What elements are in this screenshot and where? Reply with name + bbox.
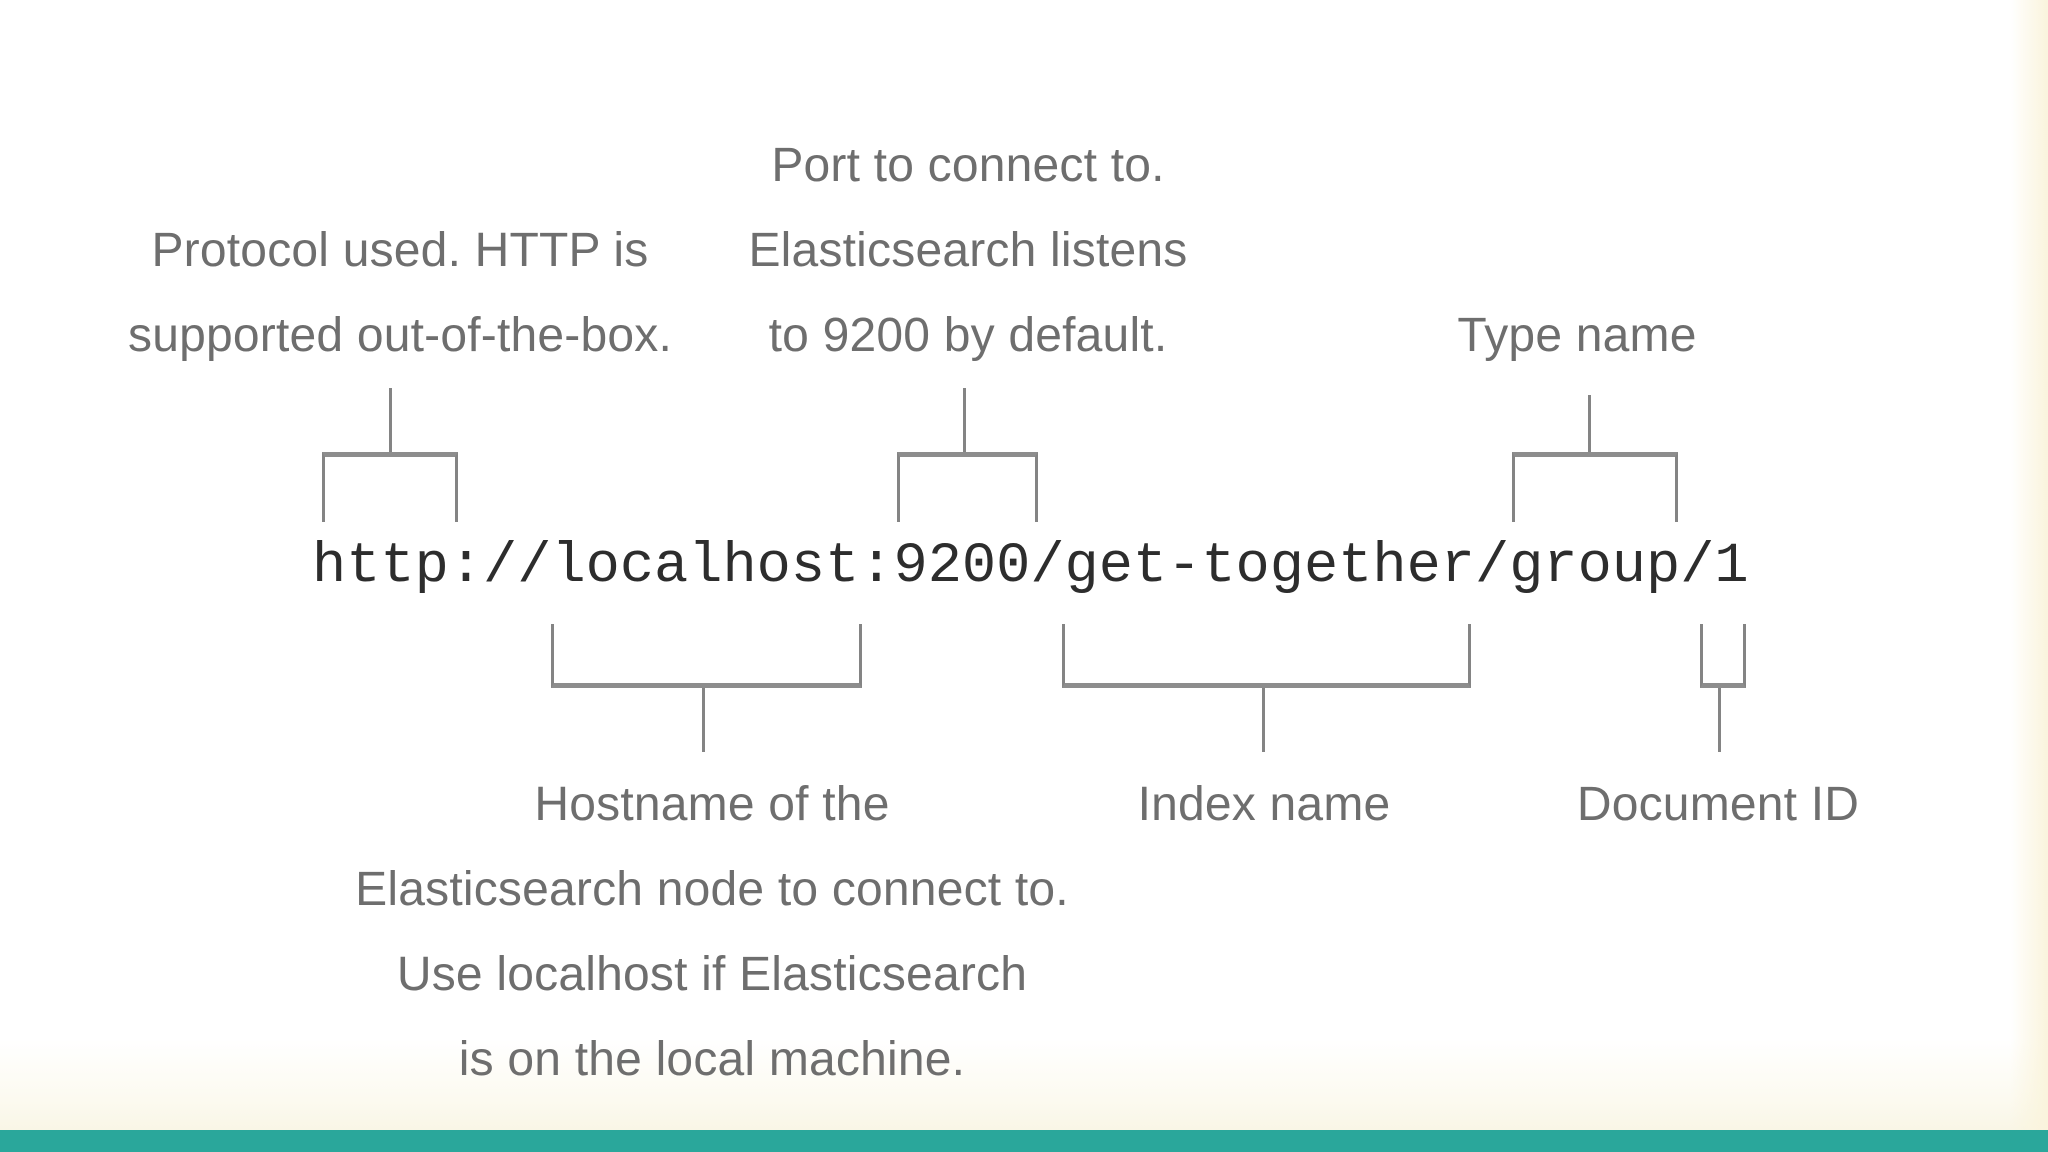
caption-line: Protocol used. HTTP is (151, 224, 649, 277)
caption-line: Index name (1137, 778, 1391, 831)
type-name-caption: Type name (1277, 293, 1877, 378)
protocol-caption: Protocol used. HTTP is supported out-of-… (100, 208, 700, 378)
protocol-connector-stem (389, 388, 392, 452)
hostname-caption: Hostname of the Elasticsearch node to co… (312, 762, 1112, 1102)
caption-line: to 9200 by default. (768, 309, 1168, 362)
protocol-bracket (322, 452, 458, 522)
caption-line: Hostname of the (534, 778, 890, 831)
index-name-caption: Index name (1064, 762, 1464, 847)
caption-line: Port to connect to. (771, 139, 1165, 192)
document-id-bracket (1700, 624, 1746, 688)
type-bracket (1512, 452, 1678, 522)
document-id-connector-stem (1718, 688, 1721, 752)
type-connector-stem (1588, 395, 1591, 452)
port-connector-stem (963, 388, 966, 452)
caption-line: Elasticsearch node to connect to. (355, 863, 1069, 916)
caption-line: Use localhost if Elasticsearch (396, 948, 1028, 1001)
bottom-accent-bar (0, 1130, 2048, 1152)
hostname-bracket (551, 624, 862, 688)
hostname-connector-stem (702, 688, 705, 752)
port-bracket (897, 452, 1038, 522)
index-connector-stem (1262, 688, 1265, 752)
port-caption: Port to connect to. Elasticsearch listen… (668, 123, 1268, 378)
caption-line: is on the local machine. (458, 1033, 966, 1086)
caption-line: Elasticsearch listens (748, 224, 1188, 277)
caption-line: Document ID (1576, 778, 1860, 831)
index-bracket (1062, 624, 1471, 688)
caption-line: Type name (1457, 309, 1697, 362)
caption-line: supported out-of-the-box. (128, 309, 672, 362)
document-id-caption: Document ID (1518, 762, 1918, 847)
elasticsearch-url-text: http://localhost:9200/get-together/group… (312, 535, 1749, 599)
